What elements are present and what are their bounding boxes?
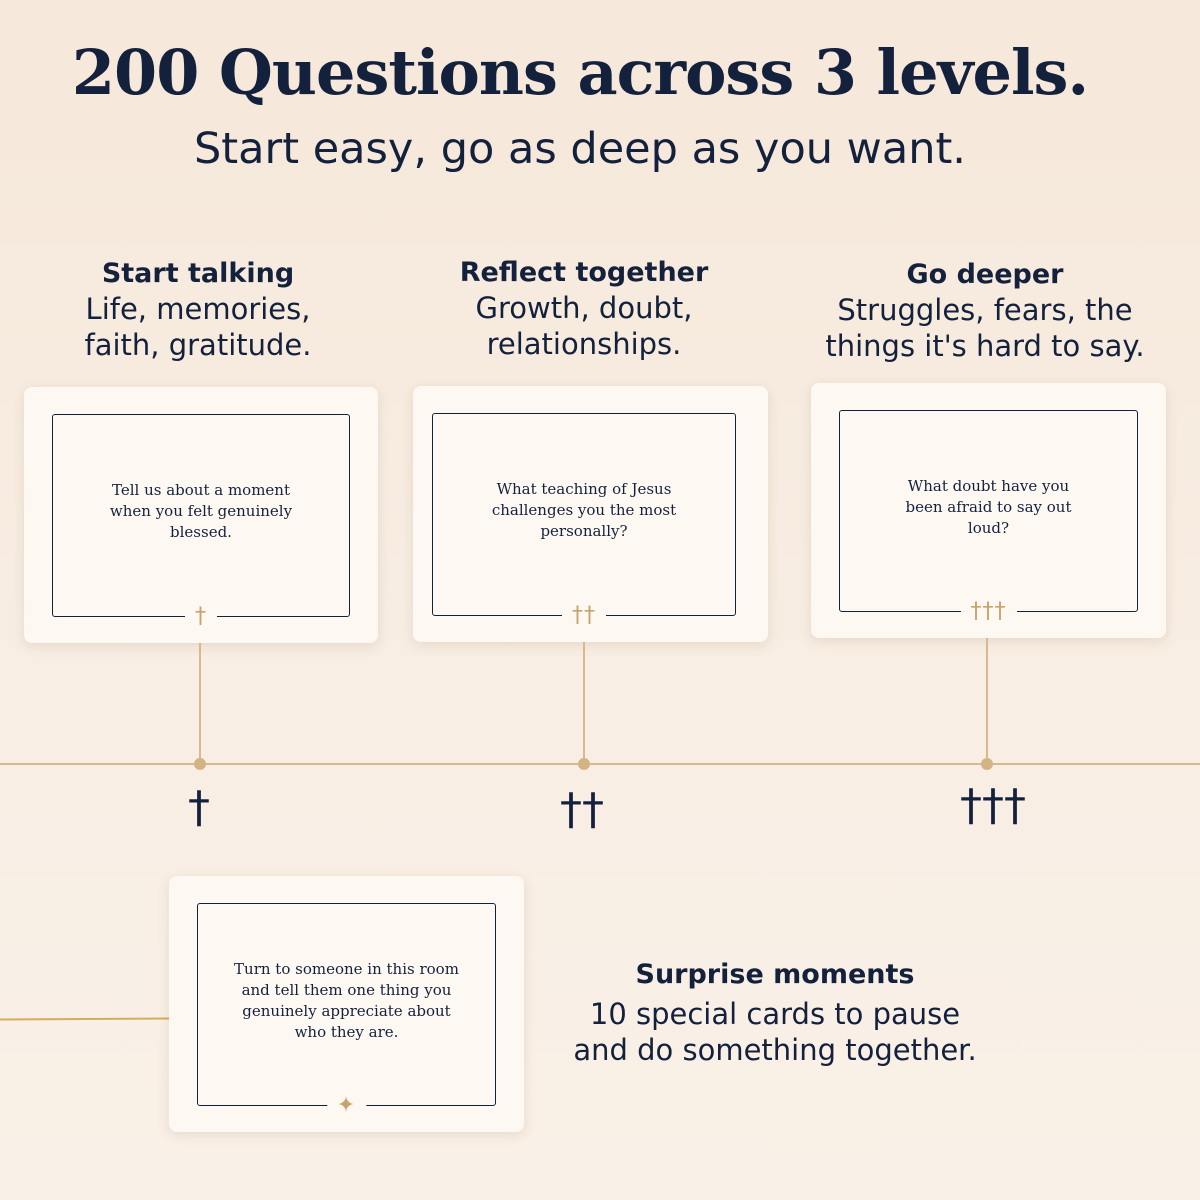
level-1-dot <box>194 758 206 770</box>
triple-cross-icon: ††† <box>960 601 1017 623</box>
level-3-connector <box>986 638 988 764</box>
level-1-card-question: Tell us about a moment when you felt gen… <box>109 481 293 541</box>
surprise-card-question: Turn to someone in this room and tell th… <box>234 959 459 1041</box>
level-2-card-question: What teaching of Jesus challenges you th… <box>491 480 677 540</box>
level-2-dot <box>578 758 590 770</box>
level-2-marker-icon: †† <box>560 784 604 835</box>
level-3-card-frame: What doubt have you been afraid to say o… <box>839 410 1138 623</box>
surprise-heading: Surprise moments 10 special cards to pau… <box>530 958 1020 1068</box>
level-2-heading: Reflect together Growth, doubt, relation… <box>424 256 744 362</box>
surprise-card-frame: Turn to someone in this room and tell th… <box>197 903 496 1117</box>
double-cross-icon: †† <box>562 605 606 627</box>
level-1-heading: Start talking Life, memories, faith, gra… <box>38 257 358 363</box>
surprise-connector-line <box>0 1017 171 1021</box>
headline: 200 Questions across 3 levels. <box>71 36 1089 109</box>
level-1-description: Life, memories, faith, gratitude. <box>84 292 312 362</box>
level-1-marker-icon: † <box>188 782 210 833</box>
surprise-title: Surprise moments <box>635 959 915 990</box>
level-2-connector <box>583 642 585 764</box>
level-2-description: Growth, doubt, relationships. <box>475 291 693 361</box>
level-3-dot <box>981 758 993 770</box>
level-3-title: Go deeper <box>906 259 1064 290</box>
level-1-card-frame: Tell us about a moment when you felt gen… <box>52 414 350 628</box>
subheadline: Start easy, go as deep as you want. <box>194 124 966 174</box>
level-3-card-question: What doubt have you been afraid to say o… <box>905 476 1072 537</box>
surprise-description: 10 special cards to pause and do somethi… <box>573 997 977 1067</box>
level-3-card: What doubt have you been afraid to say o… <box>811 383 1166 638</box>
level-2-card-frame: What teaching of Jesus challenges you th… <box>432 413 736 627</box>
single-cross-icon: † <box>185 606 217 628</box>
level-3-description: Struggles, fears, the things it's hard t… <box>825 293 1145 363</box>
level-1-connector <box>199 643 201 764</box>
level-2-card: What teaching of Jesus challenges you th… <box>413 386 768 642</box>
surprise-card: Turn to someone in this room and tell th… <box>169 876 524 1132</box>
sparkle-icon: ✦ <box>326 1095 367 1117</box>
level-1-title: Start talking <box>101 258 295 289</box>
level-3-marker-icon: ††† <box>960 780 1026 831</box>
level-1-card: Tell us about a moment when you felt gen… <box>24 387 378 643</box>
timeline-line <box>0 763 1200 765</box>
level-2-title: Reflect together <box>459 257 709 288</box>
level-3-heading: Go deeper Struggles, fears, the things i… <box>805 258 1165 364</box>
